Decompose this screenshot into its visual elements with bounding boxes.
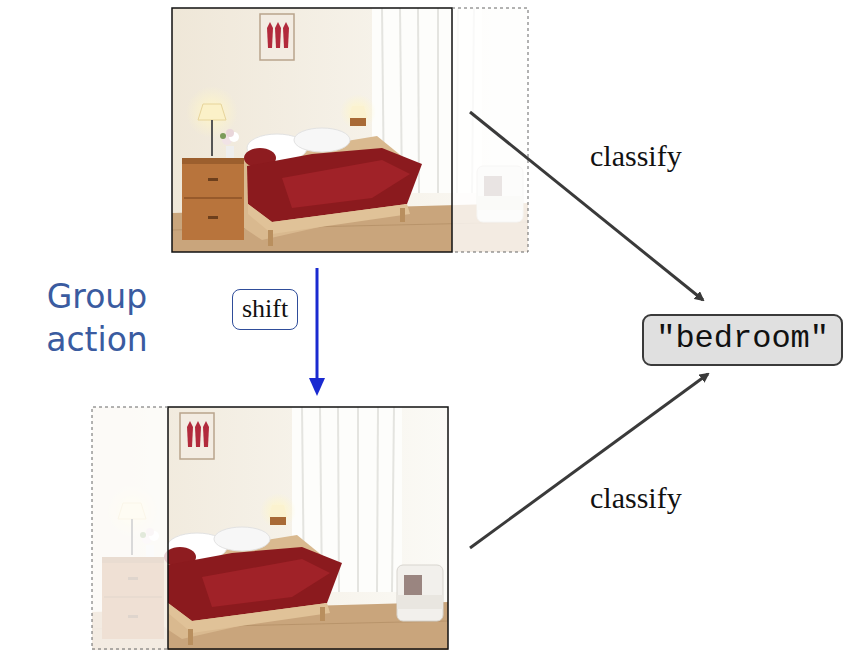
shifted-photo [92,407,448,650]
shift-arrowhead [309,378,325,396]
shift-arrow [316,268,319,380]
photo-frame [168,407,448,649]
classify-label: classify [590,480,682,516]
classify-arrow [470,112,703,300]
dashed-frame [92,407,168,649]
class-label-box: "bedroom" [642,314,843,366]
photo-frame [172,8,452,252]
classify-label: classify [590,138,682,174]
node-text: "bedroom" [656,320,829,358]
room-photo [172,8,528,252]
classify-arrow [470,374,708,548]
operation-box: shift [232,289,298,330]
group-action-label: Group action [18,276,176,362]
node-text: shift [242,293,288,324]
